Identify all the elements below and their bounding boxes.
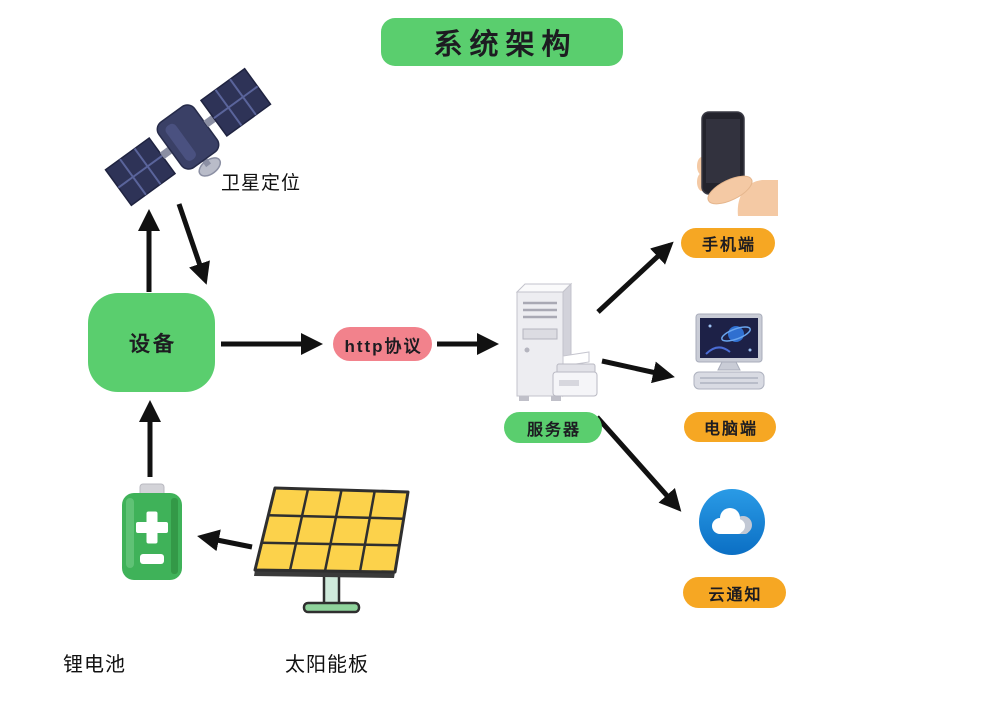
phone-in-hand-icon [697,111,778,216]
satellite-label: 卫星定位 [221,173,302,194]
computer-label: 电脑端 [703,421,758,438]
computer-pill: 电脑端 [684,412,776,442]
server-label: 服务器 [526,421,581,439]
server-pill: 服务器 [504,412,602,443]
arrow-server-to-cloud [595,415,682,512]
solar-label: 太阳能板 [285,654,369,676]
printer-paper [562,351,590,367]
cloud-pill: 云通知 [683,577,786,608]
arrow-satellite-to-device [176,203,210,285]
http-protocol-pill: http协议 [333,327,432,361]
device-label: 设备 [129,332,177,356]
cloud-label: 云通知 [708,586,763,604]
http-protocol-label: http协议 [344,336,423,356]
diagram-title-box: 系统架构 [381,18,623,66]
mobile-pill: 手机端 [681,228,775,258]
device-node: 设备 [88,293,215,392]
arrow-server-to-mobile [596,241,674,314]
satellite-icon [104,67,272,207]
diagram-title: 系统架构 [433,29,578,61]
cloud-icon [699,489,765,555]
mobile-label: 手机端 [701,237,756,254]
server-tower-icon [515,282,598,401]
battery-label: 锂电池 [63,654,126,676]
solar-panel-icon [253,486,410,614]
arrow-server-to-computer [601,358,675,384]
arrow-solar-to-battery [197,529,253,552]
desktop-computer-icon [693,313,765,390]
battery-icon [122,483,182,580]
